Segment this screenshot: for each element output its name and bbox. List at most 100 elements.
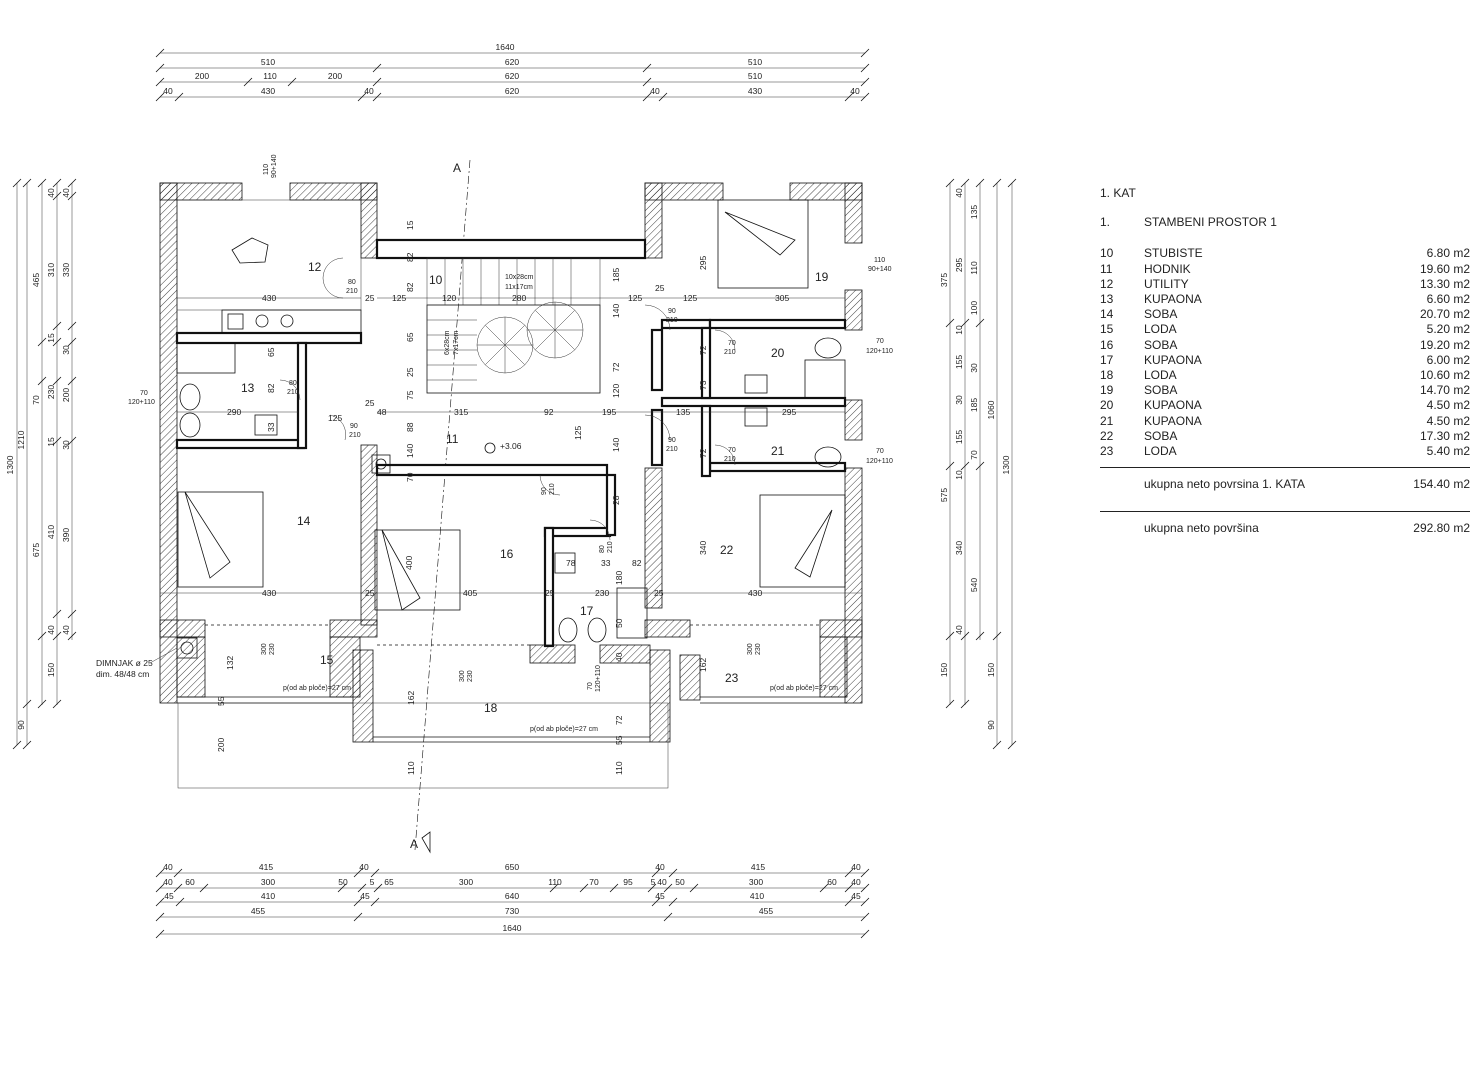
parapet-note-15: p(od ab ploče)=27 cm [283, 685, 351, 692]
dim-right-5g: 540 [969, 578, 979, 592]
dim-top-c: 510 [748, 57, 762, 67]
dim-bot-2f: 65 [384, 877, 394, 887]
door-note-13a: 80 [289, 380, 297, 387]
dim-bot-1g: 40 [851, 862, 861, 872]
int-dim-2: 305 [775, 293, 789, 303]
room-label-19: 19 [815, 270, 829, 284]
door-note-12a: 80 [348, 279, 356, 286]
room-label-15: 15 [320, 653, 334, 667]
dim-bot-1a: 40 [163, 862, 173, 872]
door-note-12b: 210 [346, 288, 358, 295]
dimension-chains-top: 1640 510 620 510 200 110 200 620 510 40 … [155, 42, 870, 102]
dim-left-5f: 390 [61, 528, 71, 542]
room-number: 23 [1100, 444, 1114, 459]
chimney-note-1: DIMNJAK ø 25 [96, 658, 153, 668]
int-dim-v6: 75 [405, 390, 415, 400]
door-note-18b: 230 [467, 670, 474, 682]
int-dim-v36: 65 [266, 347, 276, 357]
room-area: 17.30 m2 [1419, 428, 1470, 443]
int-dim-7: 290 [227, 407, 241, 417]
dim-bot-1e: 40 [655, 862, 665, 872]
int-dim-6: 230 [595, 588, 609, 598]
int-dim-10: 195 [602, 407, 616, 417]
room-labels: 10 11 12 13 14 15 16 17 18 19 20 21 22 2… [241, 260, 829, 715]
int-dim-v15: 125 [573, 426, 583, 440]
dim-bot-3b: 410 [261, 891, 275, 901]
door-note-22b: 210 [666, 446, 678, 453]
room-label-10: 10 [429, 273, 443, 287]
dim-bot-3e: 45 [655, 891, 665, 901]
int-dim-4: 430 [748, 588, 762, 598]
door-note-23a: 300 [747, 643, 754, 655]
dim-bot-2h: 110 [548, 877, 562, 887]
dim-top-h: 510 [748, 71, 762, 81]
dim-right-total: 1300 [1001, 455, 1011, 474]
level-label: +3.06 [500, 441, 522, 451]
room-label-13: 13 [241, 381, 255, 395]
int-dim-v17: 400 [404, 556, 414, 570]
window-note-18b: 120+110 [595, 665, 602, 692]
dim-right-4a: 40 [954, 188, 964, 198]
dim-left-4b: 310 [46, 263, 56, 277]
dim-left-4e: 15 [46, 437, 56, 447]
int-dim-22: 33 [601, 558, 611, 568]
section-mark-bottom: A [410, 837, 418, 851]
room-label-22: 22 [720, 543, 734, 557]
int-dim-v10: 185 [611, 268, 621, 282]
room-name: KUPAONA [1144, 292, 1202, 307]
room-area: 13.30 m2 [1419, 276, 1470, 291]
dim-right-4g: 10 [954, 470, 964, 480]
room-label-18: 18 [484, 701, 498, 715]
room-area: 10.60 m2 [1419, 368, 1470, 383]
stair-note-2: 11x17cm [505, 284, 533, 291]
int-dim-9: 92 [544, 407, 554, 417]
int-dim-8: 315 [454, 407, 468, 417]
dim-left-5g: 40 [61, 625, 71, 635]
section-mark-top: A [453, 161, 461, 175]
chimney-note-2: dim. 48/48 cm [96, 669, 149, 679]
int-dim-15: 48 [377, 407, 387, 417]
int-dim-v14: 140 [611, 438, 621, 452]
int-dim-v26: 132 [225, 656, 235, 670]
dim-bot-1f: 415 [751, 862, 765, 872]
dim-bot-2b: 60 [185, 877, 195, 887]
window-note-21a: 70 [876, 448, 884, 455]
dim-bot-4c: 455 [759, 906, 773, 916]
dim-bot-3g: 45 [851, 891, 861, 901]
dim-top-a: 510 [261, 57, 275, 67]
dim-right-5b: 110 [969, 261, 979, 275]
plan-notes: +3.06 DIMNJAK ø 25 dim. 48/48 cm p(od ab… [96, 154, 893, 733]
dim-left-3a: 465 [31, 273, 41, 287]
dim-top-b: 620 [505, 57, 519, 67]
room-number: 10 [1100, 246, 1114, 261]
int-dim-16: 135 [676, 407, 690, 417]
dim-left-5b: 330 [61, 263, 71, 277]
door-note-22a: 90 [668, 437, 676, 444]
walls [159, 182, 863, 789]
dim-right-4f: 155 [954, 430, 964, 444]
door-note-21b: 210 [724, 456, 736, 463]
dim-top-e: 110 [263, 71, 277, 81]
int-dim-v20: 72 [698, 345, 708, 355]
int-dim-v24: 50 [614, 618, 624, 628]
interior-dimensions: 430 305 430 430 405 230 290 315 92 195 1… [160, 220, 862, 775]
dim-right-2a: 1060 [986, 400, 996, 419]
int-dim-13: 125 [392, 293, 406, 303]
dim-left-4h: 150 [46, 663, 56, 677]
int-dim-v1: 15 [405, 220, 415, 230]
dim-bot-1c: 40 [359, 862, 369, 872]
int-dim-v30: 110 [406, 761, 416, 775]
int-dim-27: 25 [654, 588, 664, 598]
room-label-21: 21 [771, 444, 785, 458]
room-area: 6.80 m2 [1426, 246, 1470, 261]
dim-left-2a: 1210 [16, 430, 26, 449]
dim-right-5e: 185 [969, 398, 979, 412]
dim-top-j: 430 [261, 86, 275, 96]
dim-bot-2a: 40 [163, 877, 173, 887]
